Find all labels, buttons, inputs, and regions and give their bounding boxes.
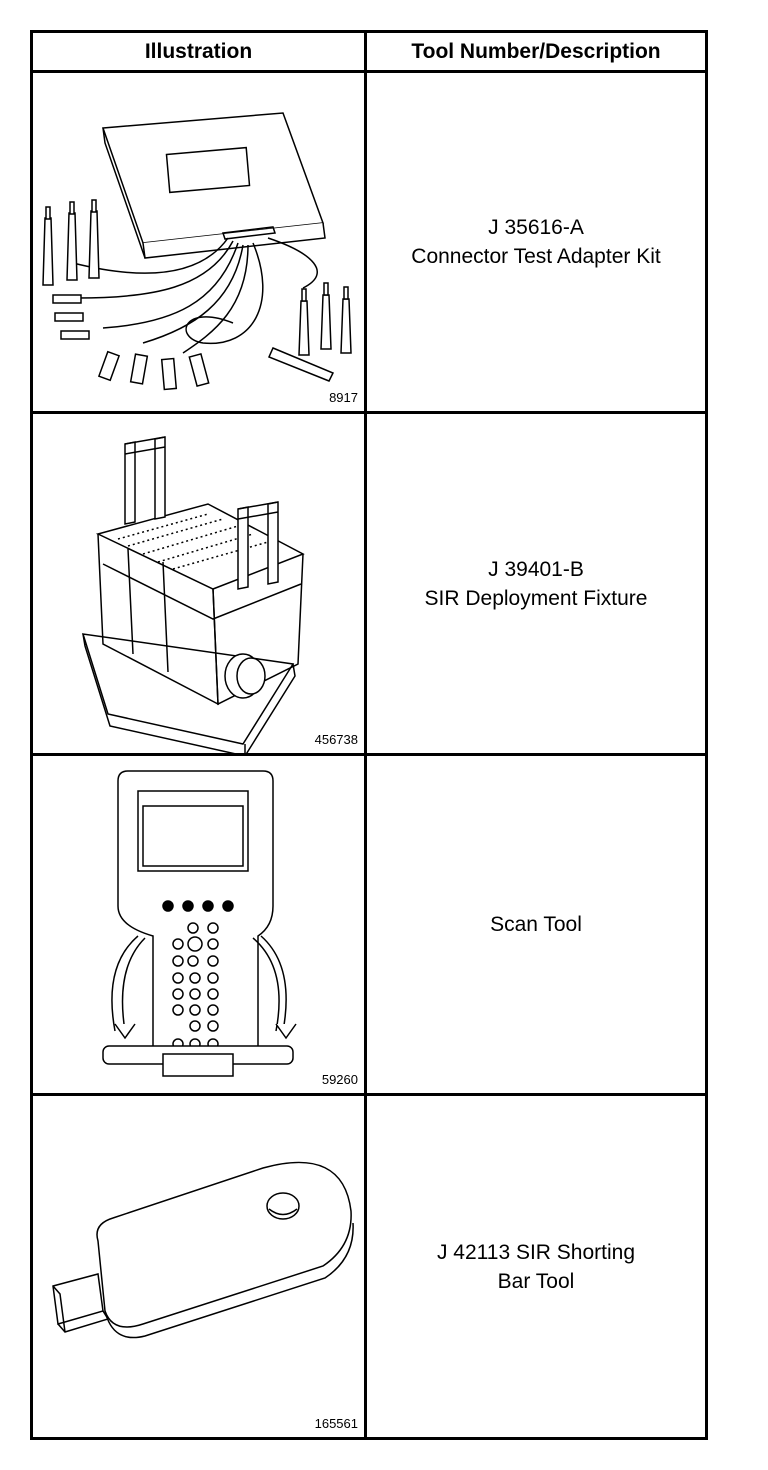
sir-deployment-fixture-icon [33,414,364,753]
tool-name: Connector Test Adapter Kit [411,245,661,268]
scan-tool-icon [33,756,364,1093]
illustration-cell: 165561 [33,1096,367,1437]
header-illustration: Illustration [33,33,364,73]
tool-number-line: J 42113 SIR Shorting [436,1240,636,1264]
illustration-cell: 456738 [33,414,367,753]
tool-name: Bar Tool [497,1269,575,1293]
table-row: 456738 J 39401-B SIR Deployment Fixture [33,414,705,756]
figure-number: 8917 [329,390,358,405]
illustration-cell: 59260 [33,756,367,1093]
tool-description: J 42113 SIR Shorting Bar Tool [367,1096,705,1437]
shorting-bar-tool-icon [33,1096,364,1434]
tool-number: J 39401-B [488,557,584,581]
table-row: 8917 J 35616-A Connector Test Adapter Ki… [33,73,705,414]
figure-number: 165561 [314,1416,358,1431]
tool-description: Scan Tool [367,756,705,1093]
tool-table: Illustration Tool Number/Description [30,30,708,1440]
connector-test-adapter-kit-icon [33,73,364,411]
figure-number: 456738 [314,732,358,747]
header-tool-description: Tool Number/Description [364,33,705,73]
tool-number: J 35616-A [488,216,584,239]
table-row: 59260 Scan Tool [33,756,705,1096]
tool-name: SIR Deployment Fixture [424,586,648,610]
figure-number: 59260 [321,1072,358,1087]
illustration-cell: 8917 [33,73,367,411]
tool-description: J 39401-B SIR Deployment Fixture [367,414,705,753]
tool-name: Scan Tool [490,913,582,936]
table-row: 165561 J 42113 SIR Shorting Bar Tool [33,1096,705,1437]
tool-description: J 35616-A Connector Test Adapter Kit [367,73,705,411]
